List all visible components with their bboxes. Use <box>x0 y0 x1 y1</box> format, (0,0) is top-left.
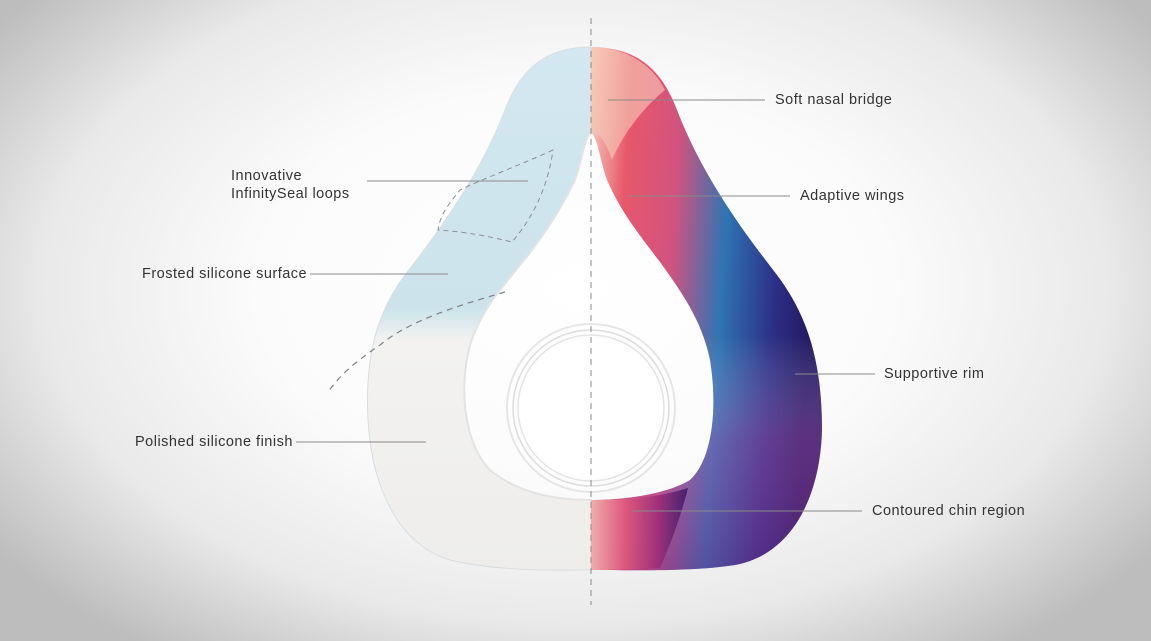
leader-lines <box>296 99 875 512</box>
nasal-bridge-highlight <box>591 47 665 160</box>
cushion-right-sheen <box>591 47 822 571</box>
label-infinityseal-loops: Innovative InfinitySeal loops <box>231 167 350 203</box>
cushion-left-body <box>367 46 591 571</box>
label-infinityseal-line1: Innovative <box>231 168 303 184</box>
left-half-cushion <box>367 46 591 571</box>
cushion-left-inner-edge <box>463 132 591 501</box>
label-supportive-rim: Supportive rim <box>884 366 985 382</box>
right-half-cushion <box>591 47 822 571</box>
label-frosted-silicone-surface: Frosted silicone surface <box>142 266 308 282</box>
label-soft-nasal-bridge: Soft nasal bridge <box>775 92 893 108</box>
infinityseal-loop-outline <box>437 149 554 243</box>
frosted-boundary-dashed <box>327 291 506 393</box>
label-contoured-chin-region: Contoured chin region <box>872 503 1026 519</box>
label-polished-silicone-finish: Polished silicone finish <box>135 434 293 450</box>
label-infinityseal-line2: InfinitySeal loops <box>231 186 350 202</box>
label-adaptive-wings: Adaptive wings <box>800 188 905 204</box>
chin-region <box>591 488 688 570</box>
